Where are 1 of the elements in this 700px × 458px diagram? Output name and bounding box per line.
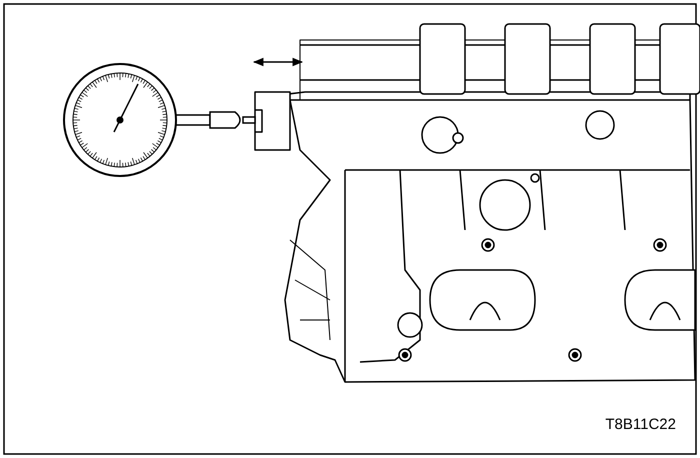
figure-code: T8B11C22 [605,416,676,433]
